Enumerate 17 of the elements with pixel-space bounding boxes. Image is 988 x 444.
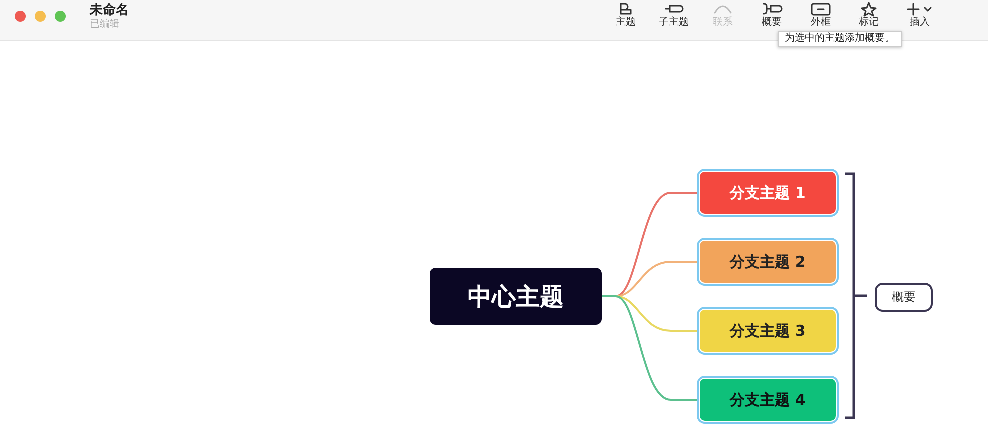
toolbar-label: 主题 [616, 17, 636, 29]
toolbar-label: 标记 [859, 17, 879, 29]
connector-line [602, 296, 700, 401]
central-topic-box: 中心主题 [430, 268, 602, 325]
branch-topic-box: 分支主题 4 [700, 379, 836, 421]
toolbar-label: 插入 [910, 17, 930, 29]
toolbar-label: 外框 [811, 17, 831, 29]
branch-topic-box: 分支主题 3 [700, 310, 836, 352]
status-text: 已编辑 [90, 19, 120, 31]
toolbar-label: 概要 [762, 17, 782, 29]
summary-box: 概要 [875, 283, 933, 312]
toolbar-label: 子主题 [659, 17, 689, 29]
toolbar-label: 联系 [713, 17, 733, 29]
document-title: 未命名 [90, 3, 129, 18]
branch-topic-box: 分支主题 2 [700, 241, 836, 283]
tooltip: 为选中的主题添加概要。 [778, 31, 902, 47]
branch-topic-box: 分支主题 1 [700, 172, 836, 214]
